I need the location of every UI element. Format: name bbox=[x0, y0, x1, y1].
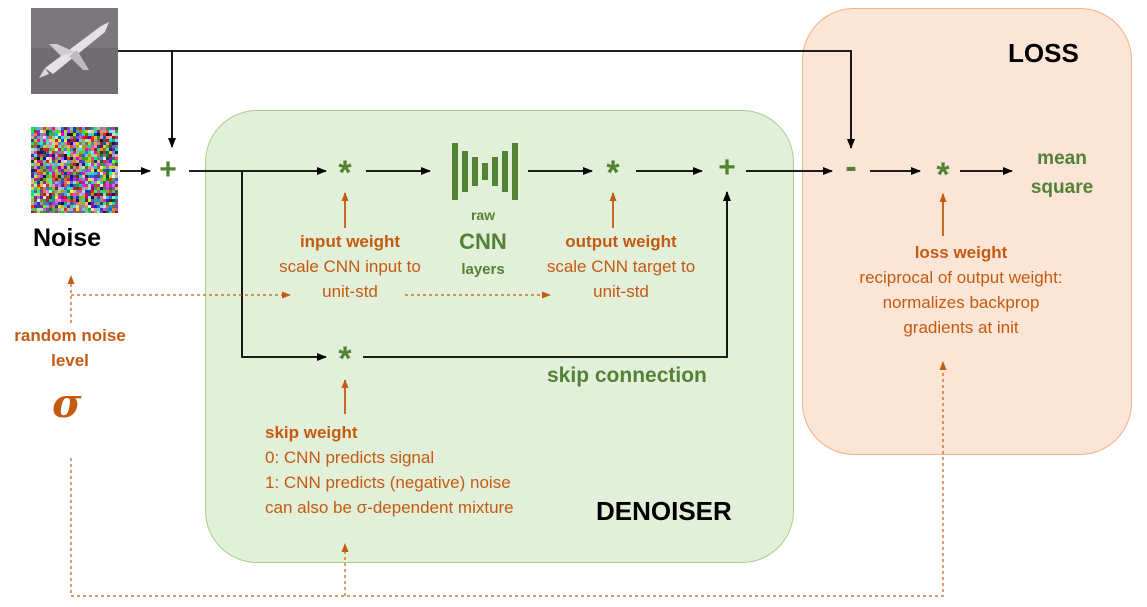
noise-add-operator: + bbox=[159, 153, 177, 186]
skip-connection-label: skip connection bbox=[547, 364, 707, 387]
sigma-caption-line2: level bbox=[51, 351, 89, 370]
skip-weight-line2: 1: CNN predicts (negative) noise bbox=[265, 473, 511, 492]
output-weight-title: output weight bbox=[565, 232, 677, 251]
loss-weight-line2: normalizes backprop bbox=[882, 293, 1040, 312]
cnn-layers-icon bbox=[452, 143, 518, 200]
output-weight-line1: scale CNN target to bbox=[546, 257, 696, 276]
skip-weight-annotation: skip weight 0: CNN predicts signal 1: CN… bbox=[265, 420, 514, 520]
output-weight-line2: unit-std bbox=[593, 282, 649, 301]
skip-weight-line3: can also be σ-dependent mixture bbox=[265, 498, 514, 517]
input-weight-multiply: * bbox=[338, 154, 352, 192]
loss-subtract-operator: - bbox=[845, 148, 857, 186]
airplane-image bbox=[31, 8, 118, 94]
loss-panel bbox=[802, 8, 1132, 455]
sigma-caption: random noise level bbox=[4, 323, 136, 373]
loss-weight-multiply: * bbox=[936, 156, 950, 194]
output-weight-multiply: * bbox=[606, 154, 620, 192]
sigma-symbol: σ bbox=[52, 380, 82, 427]
cnn-layers-label: layers bbox=[461, 261, 505, 278]
input-weight-annotation: input weight scale CNN input to unit-std bbox=[260, 229, 440, 304]
mean-square-line1: mean bbox=[1037, 148, 1087, 169]
skip-weight-line1: 0: CNN predicts signal bbox=[265, 448, 435, 467]
skip-add-operator: + bbox=[718, 151, 736, 184]
loss-weight-title: loss weight bbox=[914, 243, 1008, 262]
loss-weight-annotation: loss weight reciprocal of output weight:… bbox=[830, 240, 1092, 340]
output-weight-annotation: output weight scale CNN target to unit-s… bbox=[530, 229, 712, 304]
mean-square-line2: square bbox=[1030, 177, 1094, 198]
skip-weight-multiply: * bbox=[338, 340, 352, 378]
skip-weight-title: skip weight bbox=[265, 423, 358, 442]
input-weight-line1: scale CNN input to bbox=[279, 257, 421, 276]
noise-label: Noise bbox=[33, 224, 102, 252]
cnn-label: CNN bbox=[459, 229, 507, 254]
denoiser-panel bbox=[205, 110, 794, 563]
loss-weight-line3: gradients at init bbox=[903, 318, 1019, 337]
loss-title: LOSS bbox=[1008, 38, 1079, 68]
input-weight-title: input weight bbox=[299, 232, 401, 251]
cnn-raw-label: raw bbox=[470, 207, 496, 223]
loss-weight-line1: reciprocal of output weight: bbox=[859, 268, 1063, 287]
sigma-caption-line1: random noise bbox=[14, 326, 126, 345]
input-weight-line2: unit-std bbox=[322, 282, 378, 301]
noise-image bbox=[31, 127, 118, 213]
mean-square-label: mean square bbox=[1022, 144, 1102, 202]
denoiser-title: DENOISER bbox=[596, 496, 732, 526]
